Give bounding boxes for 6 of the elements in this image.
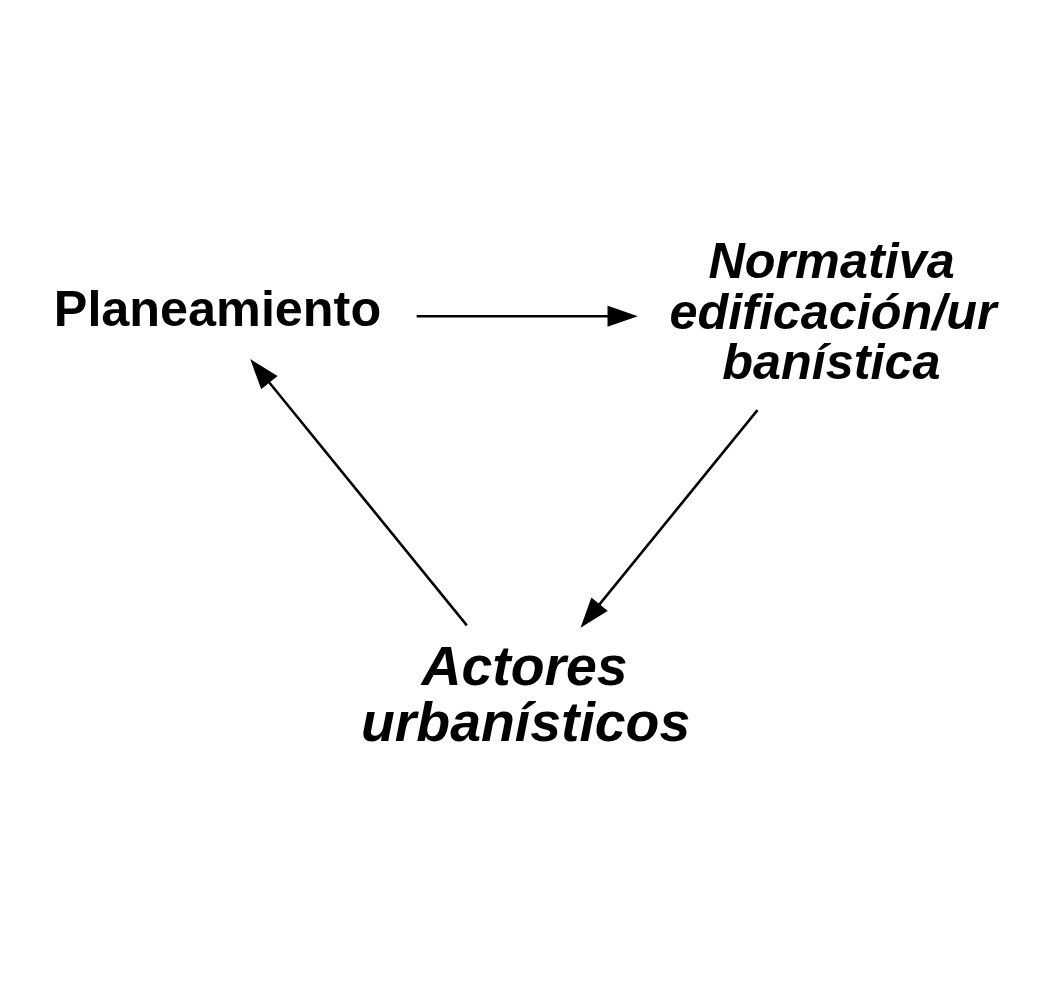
node-text: Actores urbanísticos bbox=[360, 634, 691, 753]
node-text: Normativa edificación/ur banística bbox=[669, 231, 997, 390]
arrow bbox=[250, 358, 468, 626]
arrow bbox=[416, 305, 638, 327]
arrow bbox=[580, 408, 759, 628]
node-text: Planeamiento bbox=[53, 279, 382, 337]
